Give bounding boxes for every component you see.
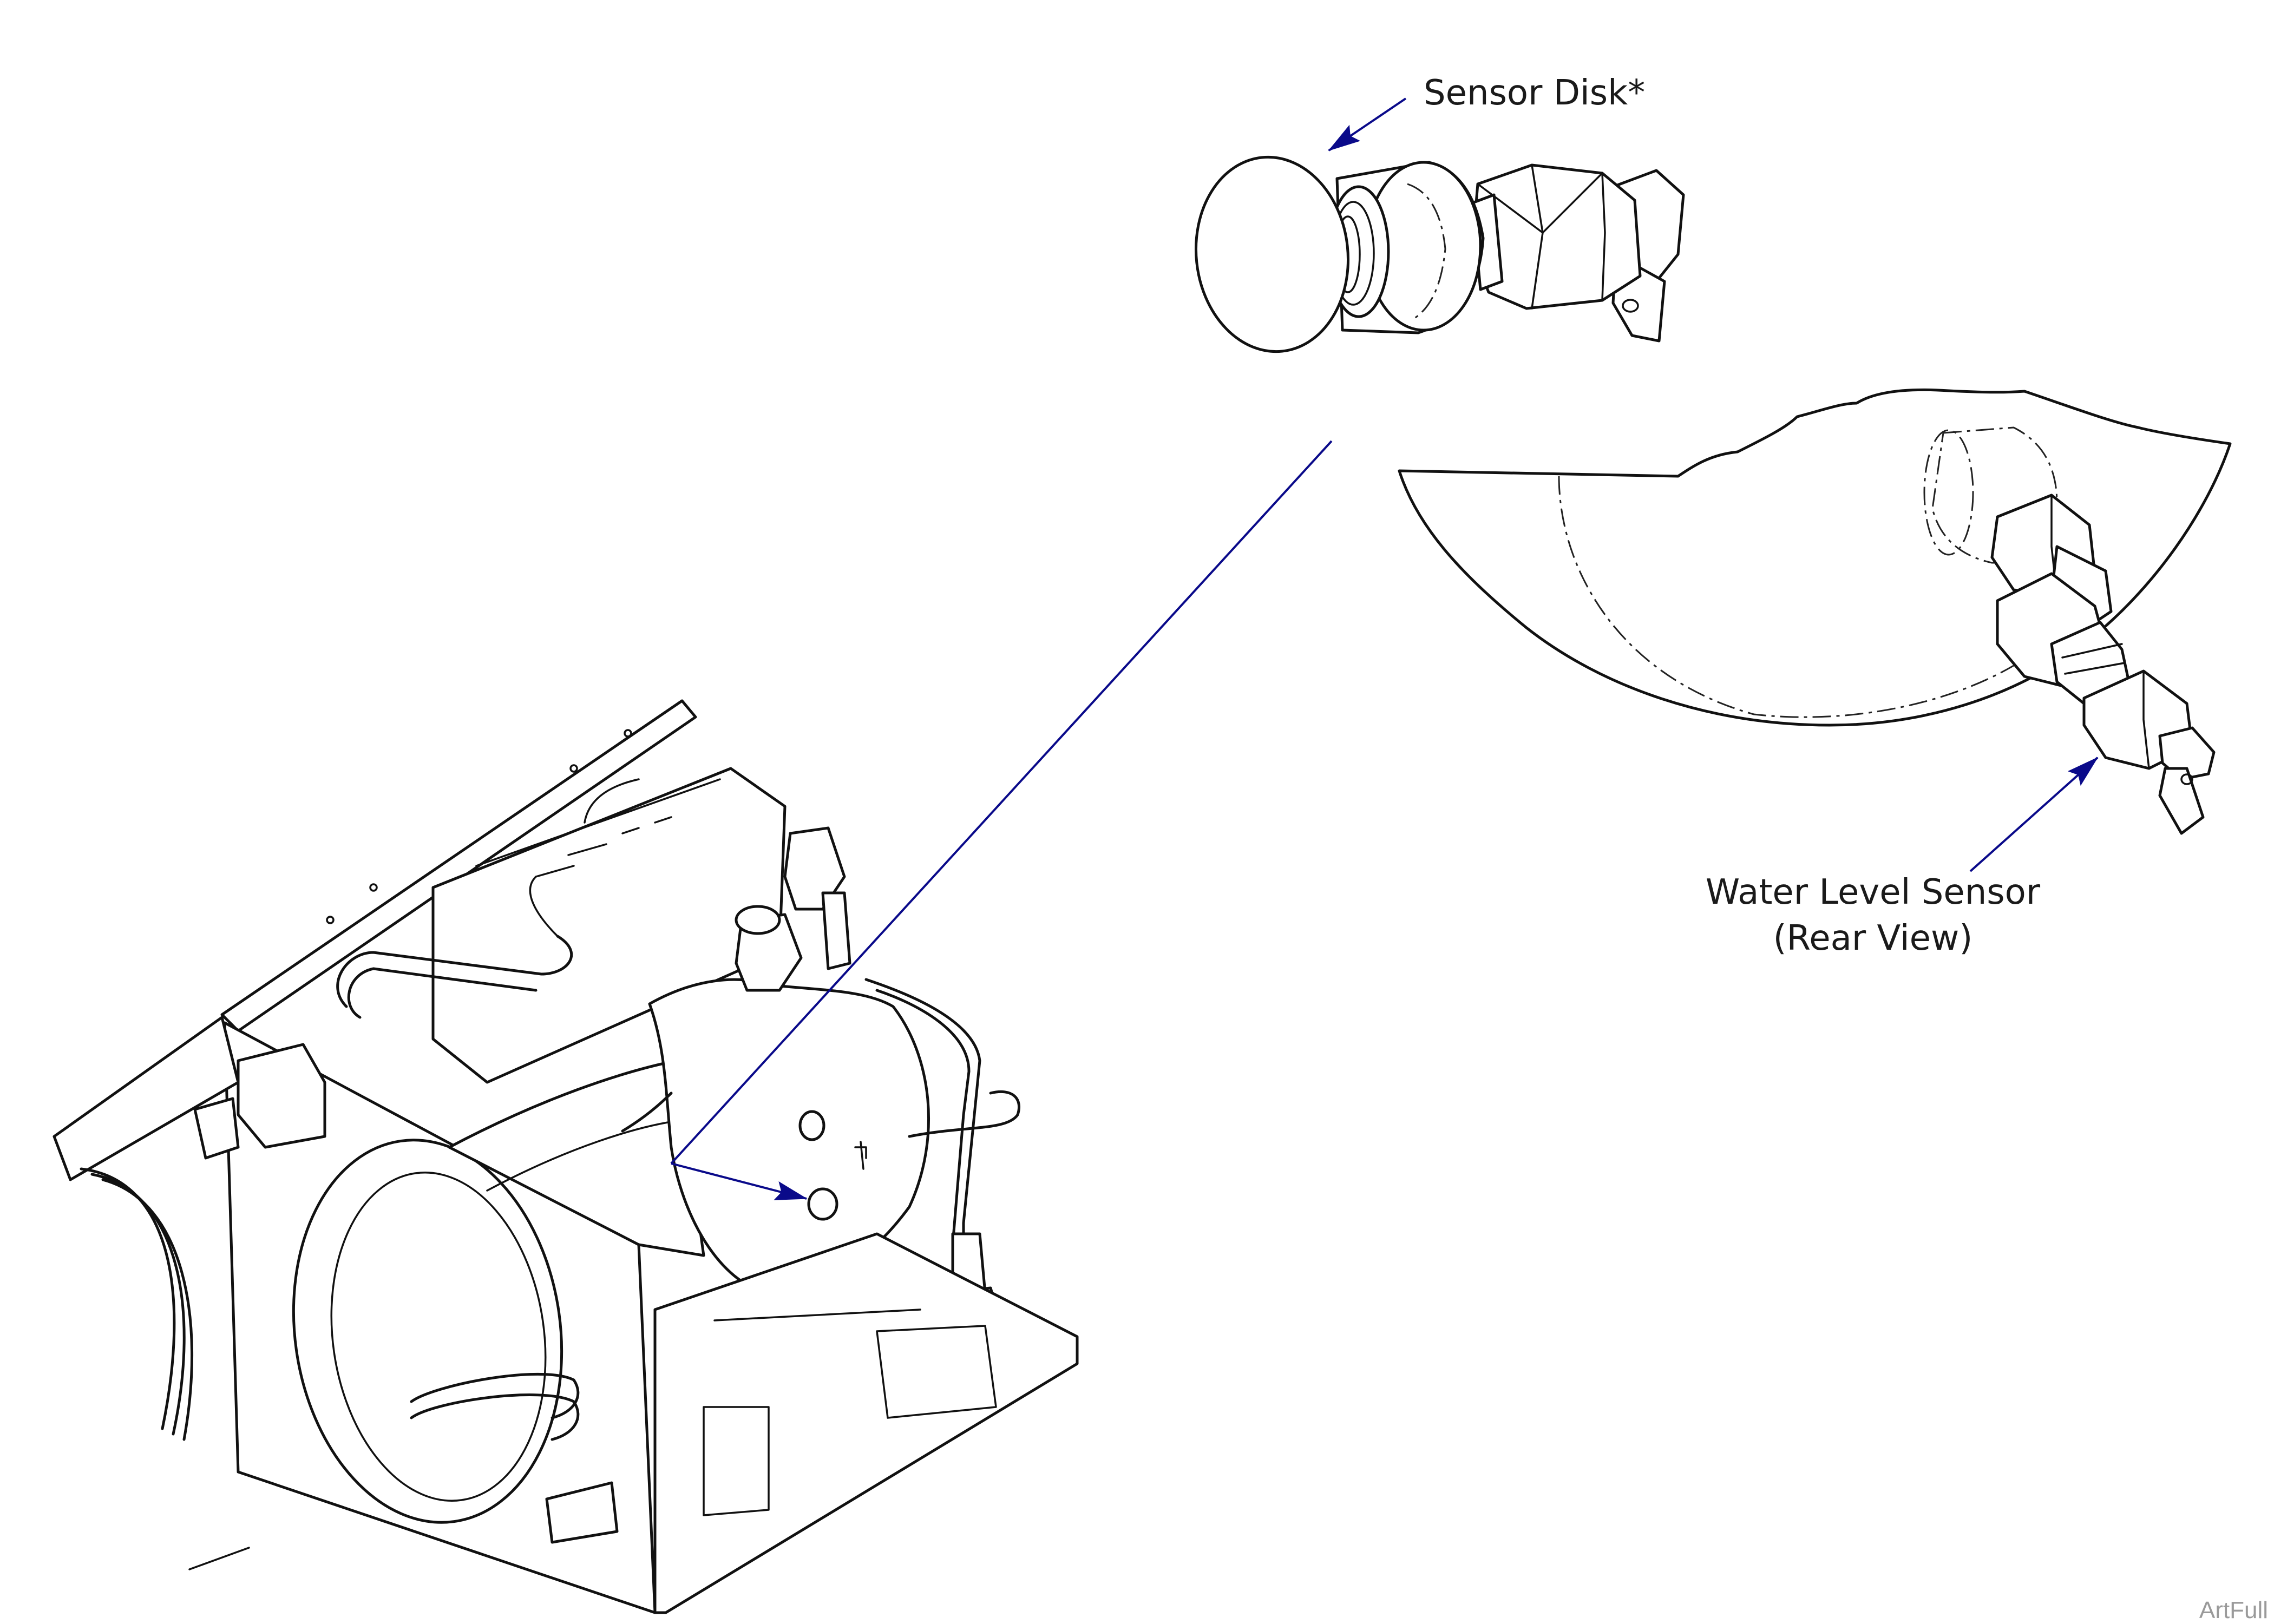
chamber-assembly [53,699,1079,1614]
sensor-disk-label: Sensor Disk* [1424,73,1645,113]
water-level-leader [1969,757,2099,872]
leader-lines [670,97,2099,1200]
rear-view-label: (Rear View) [1773,918,1973,958]
detail-callout-arrow [671,1162,808,1200]
sensor-disk-part [1195,155,1685,353]
water-level-sensor-label: Water Level Sensor [1706,872,2041,912]
water-level-sensor-part [1398,388,2232,835]
sensor-disk-leader [1328,97,1407,152]
detail-callout-line [670,440,1333,1165]
corner-mark: ArtFull [2199,1597,2268,1623]
